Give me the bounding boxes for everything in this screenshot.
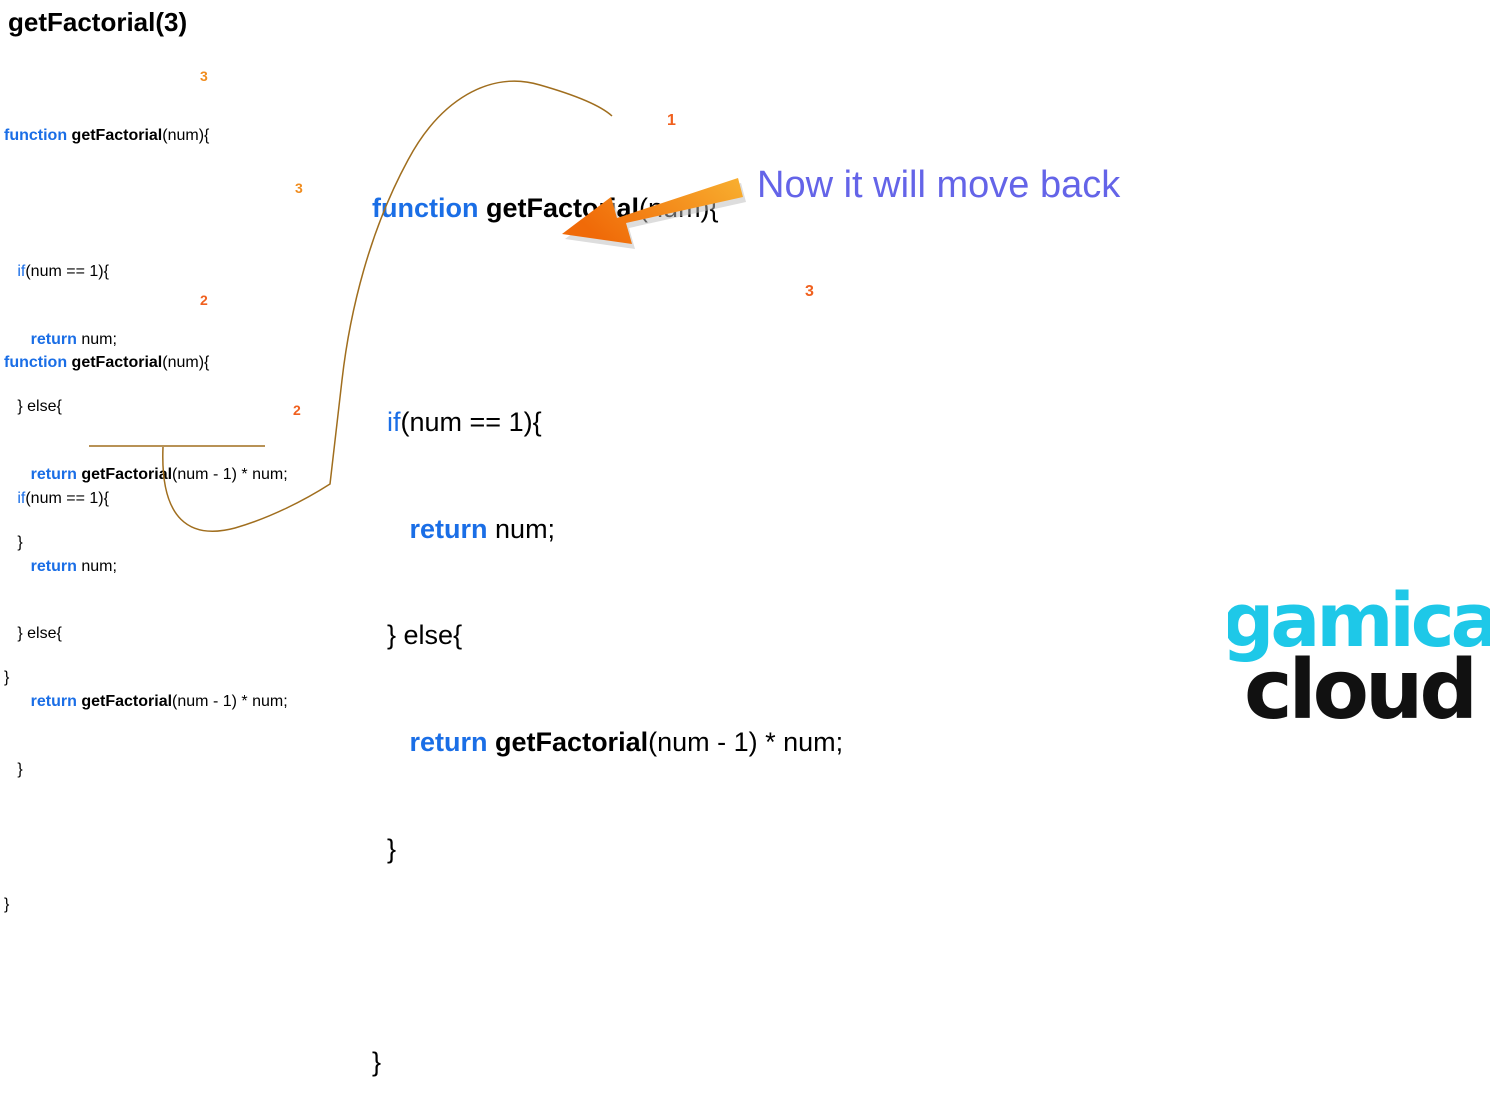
gamica-cloud-logo: gamica cloud: [1228, 588, 1490, 722]
code-line-close-inner: }: [387, 833, 397, 864]
annotation-num-value: 3: [200, 68, 208, 84]
code-line-if: if(num == 1){: [17, 262, 109, 280]
annotation-num-value: 1: [667, 112, 676, 129]
code-line-close-outer: }: [4, 896, 10, 914]
code-line-else: } else{: [387, 620, 463, 651]
arrow-icon: [562, 178, 743, 244]
code-line-if: if(num == 1){: [387, 406, 542, 437]
annotation-num-value: 2: [293, 402, 301, 418]
code-line-else: } else{: [17, 625, 62, 643]
code-line-if: if(num == 1){: [17, 489, 109, 507]
code-line-header: function getFactorial(num){: [4, 354, 210, 372]
annotation-num-value: 2: [200, 292, 208, 308]
diagram-overlay: [89, 80, 746, 532]
code-line-else: } else{: [17, 398, 62, 416]
code-block-frame-2: function getFactorial(num){ if(num == 1)…: [4, 307, 288, 940]
code-line-close-outer: }: [372, 1047, 382, 1078]
explanation-note: Now it will move back: [757, 164, 1121, 206]
code-line-close-inner: }: [17, 760, 23, 778]
recursion-connector-line: [162, 80, 613, 532]
page-title: getFactorial(3): [8, 7, 188, 37]
code-line-close-outer: }: [4, 669, 10, 687]
code-line-return: return num;: [409, 513, 556, 544]
code-line-header: function getFactorial(num){: [4, 127, 210, 145]
annotation-num-value: 3: [295, 180, 303, 196]
logo-word-gamica: gamica: [1228, 588, 1490, 664]
code-block-frame-3: function getFactorial(num){ if(num == 1)…: [4, 80, 288, 713]
code-line-return: return num;: [30, 330, 117, 348]
code-line-close-inner: }: [17, 533, 23, 551]
code-line-recursive: return getFactorial(num - 1) * num;: [30, 466, 288, 484]
code-line-return: return num;: [30, 557, 117, 575]
code-line-recursive: return getFactorial(num - 1) * num;: [30, 693, 288, 711]
logo-word-cloud: cloud: [1244, 643, 1474, 722]
annotation-num-value: 3: [805, 283, 814, 300]
